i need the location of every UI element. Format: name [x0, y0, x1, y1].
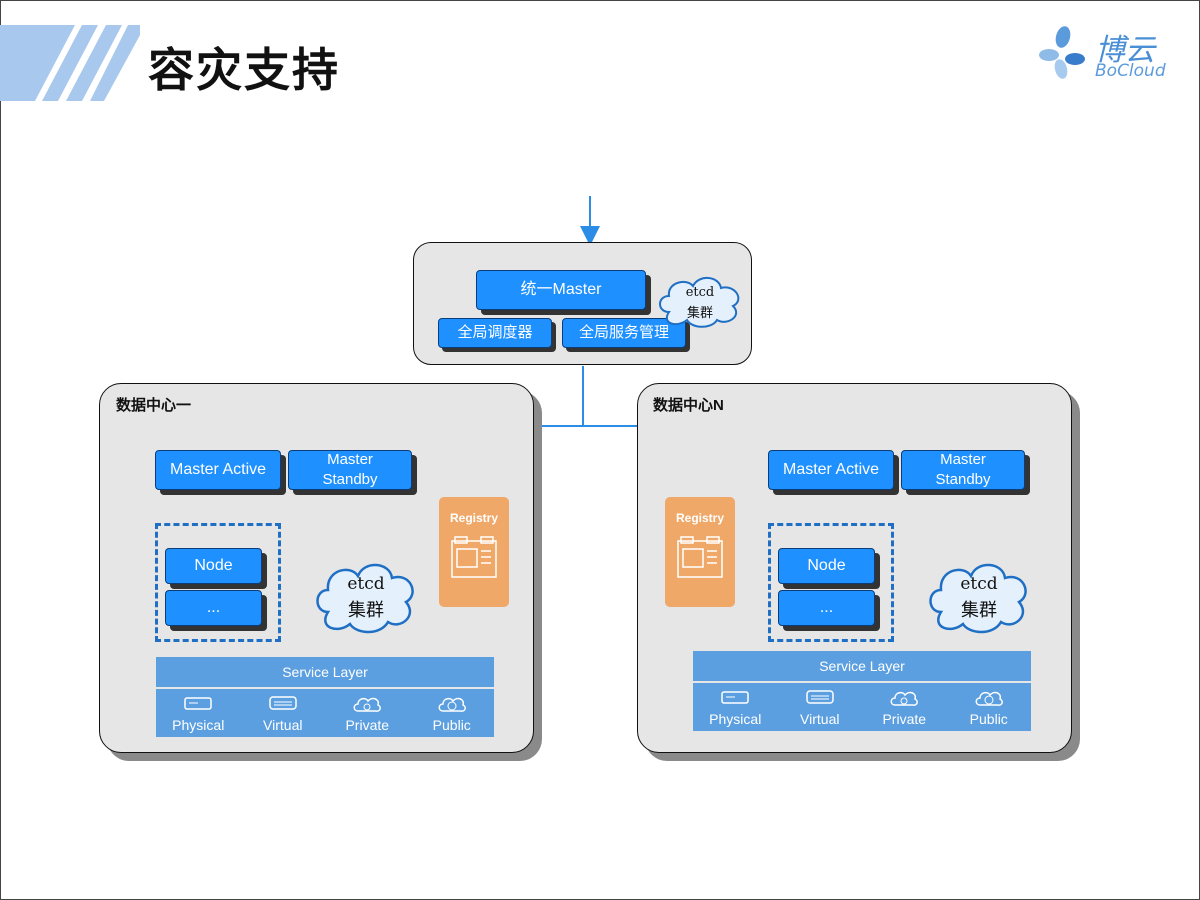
bocloud-logo: 博云 BoCloud [1035, 25, 1175, 85]
dc1-master-active-button[interactable]: Master Active [155, 450, 281, 490]
physical-server-icon [184, 697, 212, 710]
service-item-public[interactable]: Public [947, 683, 1032, 731]
service-item-label: Physical [172, 717, 225, 733]
dcn-master-active-button[interactable]: Master Active [768, 450, 894, 490]
unified-master-button[interactable]: 统一Master [476, 270, 646, 310]
service-item-virtual[interactable]: Virtual [241, 689, 326, 737]
datacenter-one-label: 数据中心一 [116, 397, 192, 414]
service-layer-title: Service Layer [693, 651, 1031, 681]
etcd-text: etcd [347, 574, 385, 594]
global-scheduler-button[interactable]: 全局调度器 [438, 318, 552, 348]
cloud-icon [659, 277, 740, 328]
page-title: 容灾支持 [148, 43, 340, 97]
service-item-label: Virtual [263, 717, 303, 733]
service-item-virtual[interactable]: Virtual [778, 683, 863, 731]
standby-line-1: Master [940, 451, 986, 468]
dcn-etcd-cloud: etcd 集群 [925, 556, 1033, 634]
private-cloud-icon [890, 691, 919, 706]
registry-server-icon [451, 536, 497, 578]
virtual-server-icon [269, 696, 297, 710]
service-item-physical[interactable]: Physical [693, 683, 778, 731]
logo-en: BoCloud [1095, 61, 1166, 81]
dc1-master-standby-button[interactable]: Master Standby [288, 450, 412, 490]
etcd-cluster-text: 集群 [686, 306, 713, 321]
service-layer-items: Physical Virtual Private Public [693, 683, 1031, 731]
datacenter-n-label: 数据中心N [653, 397, 724, 414]
service-item-private[interactable]: Private [325, 689, 410, 737]
service-item-label: Virtual [800, 711, 840, 727]
top-etcd-cloud: etcd 集群 [655, 272, 745, 328]
service-item-physical[interactable]: Physical [156, 689, 241, 737]
service-layer-items: Physical Virtual Private Public [156, 689, 494, 737]
dcn-master-standby-button[interactable]: Master Standby [901, 450, 1025, 490]
standby-line-2: Standby [935, 471, 991, 488]
etcd-cluster-text: 集群 [961, 600, 997, 621]
global-service-mgmt-button[interactable]: 全局服务管理 [562, 318, 686, 348]
header-stripes [0, 25, 140, 101]
dc1-registry[interactable]: Registry [439, 497, 509, 607]
service-layer-title: Service Layer [156, 657, 494, 687]
public-cloud-icon [438, 697, 466, 712]
etcd-text: etcd [685, 285, 715, 300]
dc1-node-button[interactable]: Node [165, 548, 262, 584]
dcn-node-button[interactable]: Node [778, 548, 875, 584]
dcn-more-nodes-button[interactable]: ... [778, 590, 875, 626]
logo-mark-icon [1039, 26, 1085, 79]
dc1-etcd-cloud: etcd 集群 [312, 556, 420, 634]
standby-line-2: Standby [322, 471, 378, 488]
etcd-text: etcd [960, 574, 998, 594]
dc1-more-nodes-button[interactable]: ... [165, 590, 262, 626]
dcn-service-layer: Service Layer Physical Virtual Private P… [693, 651, 1031, 731]
service-item-label: Private [882, 711, 927, 727]
standby-line-1: Master [327, 451, 373, 468]
dcn-node-group [768, 523, 894, 642]
registry-server-icon [677, 536, 723, 578]
service-item-public[interactable]: Public [410, 689, 495, 737]
dc1-service-layer: Service Layer Physical Virtual Private P… [156, 657, 494, 737]
cloud-icon [316, 563, 414, 634]
physical-server-icon [721, 691, 749, 704]
dc1-node-group [155, 523, 281, 642]
public-cloud-icon [975, 691, 1003, 706]
service-item-label: Physical [709, 711, 762, 727]
private-cloud-icon [353, 697, 382, 712]
registry-label: Registry [675, 511, 725, 525]
etcd-cluster-text: 集群 [348, 600, 384, 621]
virtual-server-icon [806, 690, 834, 704]
registry-label: Registry [449, 511, 499, 525]
service-item-label: Public [432, 717, 471, 733]
service-item-private[interactable]: Private [862, 683, 947, 731]
service-item-label: Private [345, 717, 390, 733]
dcn-registry[interactable]: Registry [665, 497, 735, 607]
logo-cn: 博云 [1095, 33, 1155, 68]
cloud-icon [929, 563, 1027, 634]
service-item-label: Public [969, 711, 1008, 727]
